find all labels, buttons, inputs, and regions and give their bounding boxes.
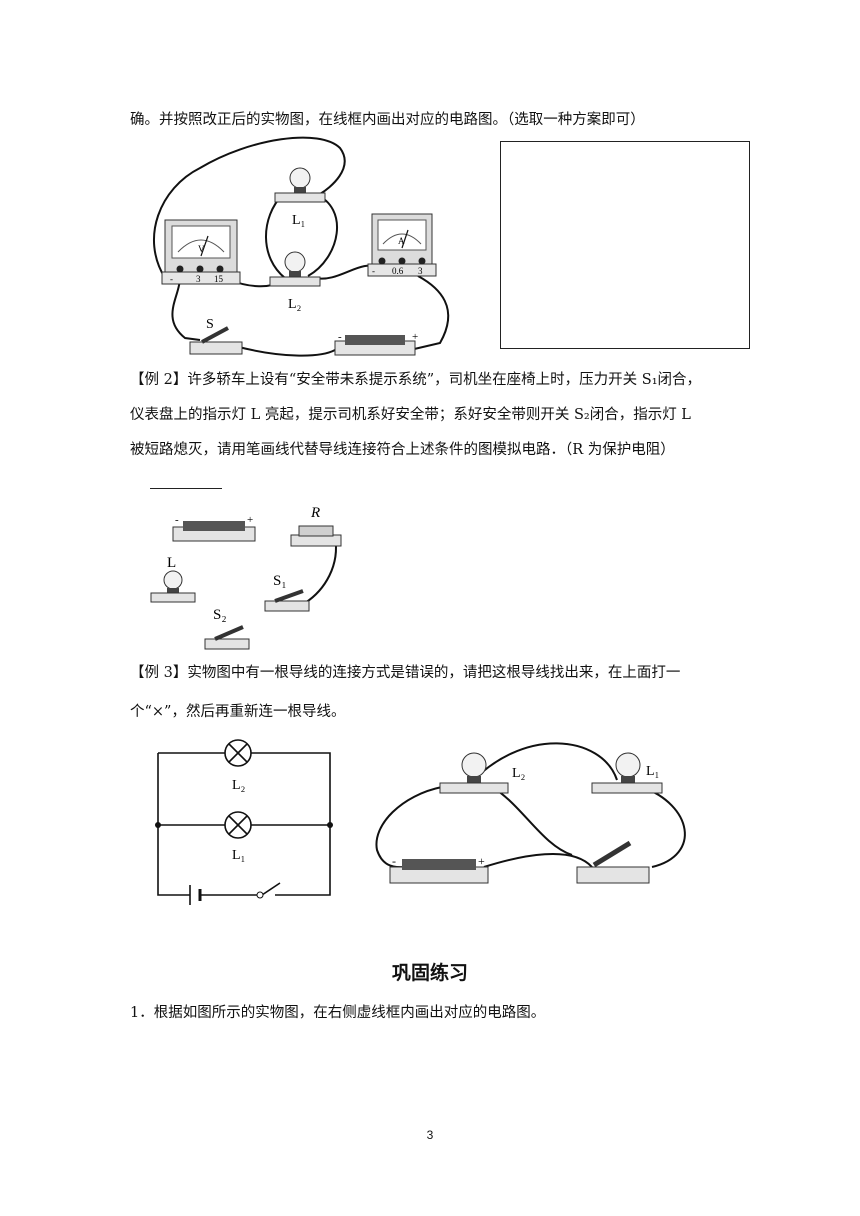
lamp-l1: L₁	[274, 167, 326, 228]
resistor-r: R	[290, 505, 342, 547]
switch	[576, 840, 650, 884]
real-l2-label: L₂	[512, 766, 526, 781]
switch-s2-label: S₂	[213, 607, 227, 623]
lamp-l2-symbol	[224, 739, 252, 767]
answer-box	[500, 141, 750, 349]
battery: - +	[334, 331, 418, 356]
battery-plus: +	[412, 331, 418, 343]
circuit-l2-label: L₂	[232, 778, 246, 793]
voltmeter: V - 3 15	[161, 219, 241, 285]
blank-line	[150, 488, 222, 489]
lamp-l1-label: L₁	[292, 213, 305, 228]
exercise-1: 1．根据如图所示的实物图，在右侧虚线框内画出对应的电路图。	[130, 1005, 546, 1021]
switch-s1-label: S₁	[273, 573, 287, 589]
lamp-l1-symbol	[224, 811, 252, 839]
battery-plus: +	[478, 854, 485, 868]
battery-minus: -	[175, 514, 179, 526]
example2-line2: 仪表盘上的指示灯 L 亮起，提示司机系好安全带；系好安全带则开关 S₂闭合，指示…	[130, 407, 691, 423]
battery: - +	[389, 854, 489, 884]
lamp-l2: L₂	[439, 752, 526, 794]
battery-plus: +	[247, 514, 253, 526]
figure-3-real-circuit: L₂ L₁ - +	[375, 742, 686, 884]
lamp-l2: L₂	[269, 251, 321, 312]
ammeter-terminal-minus: -	[372, 266, 375, 276]
intro-line: 确。并按照改正后的实物图，在线框内画出对应的电路图。（选取一种方案即可）	[130, 112, 645, 128]
section-title: 巩固练习	[391, 962, 468, 984]
ammeter: A - 0.6 3	[367, 213, 437, 277]
lamp-l: L	[150, 555, 196, 603]
example3-line2: 个“×”，然后再重新连一根导线。	[130, 704, 346, 720]
battery-minus: -	[338, 331, 342, 343]
ammeter-terminal-06: 0.6	[392, 266, 404, 276]
ammeter-terminal-3: 3	[418, 266, 423, 276]
resistor-label: R	[310, 505, 320, 521]
switch-s: S	[189, 317, 243, 355]
figure-1-circuit: V - 3 15 A - 0.6 3 L₁ L₂ S	[152, 136, 450, 357]
voltmeter-terminal-3: 3	[196, 274, 201, 284]
battery-minus: -	[392, 854, 396, 868]
figure-3-circuit-diagram: L₂ L₁	[155, 739, 333, 905]
battery: - +	[172, 514, 256, 542]
figure-2-circuit: - + R L S₁ S₂	[150, 505, 342, 650]
voltmeter-terminal-15: 15	[214, 274, 224, 284]
voltmeter-symbol: V	[198, 244, 205, 254]
voltmeter-terminal-minus: -	[170, 274, 173, 284]
lamp-l1: L₁	[591, 752, 663, 794]
ammeter-symbol: A	[398, 236, 405, 246]
switch-s-label: S	[206, 317, 214, 332]
lamp-l2-label: L₂	[288, 297, 302, 312]
example2-line3: 被短路熄灭，请用笔画线代替导线连接符合上述条件的图模拟电路．（R 为保护电阻）	[130, 442, 675, 458]
page-number: 3	[426, 1128, 434, 1142]
lamp-label: L	[167, 555, 176, 571]
switch-s1: S₁	[264, 573, 310, 612]
switch-s2: S₂	[204, 607, 250, 650]
circuit-l1-label: L₁	[232, 848, 245, 863]
real-l1-label: L₁	[646, 764, 659, 779]
example3-line1: 【例 3】实物图中有一根导线的连接方式是错误的，请把这根导线找出来，在上面打一	[130, 665, 681, 681]
example2-line1: 【例 2】许多轿车上设有“安全带未系提示系统”，司机坐在座椅上时，压力开关 S₁…	[130, 372, 702, 388]
